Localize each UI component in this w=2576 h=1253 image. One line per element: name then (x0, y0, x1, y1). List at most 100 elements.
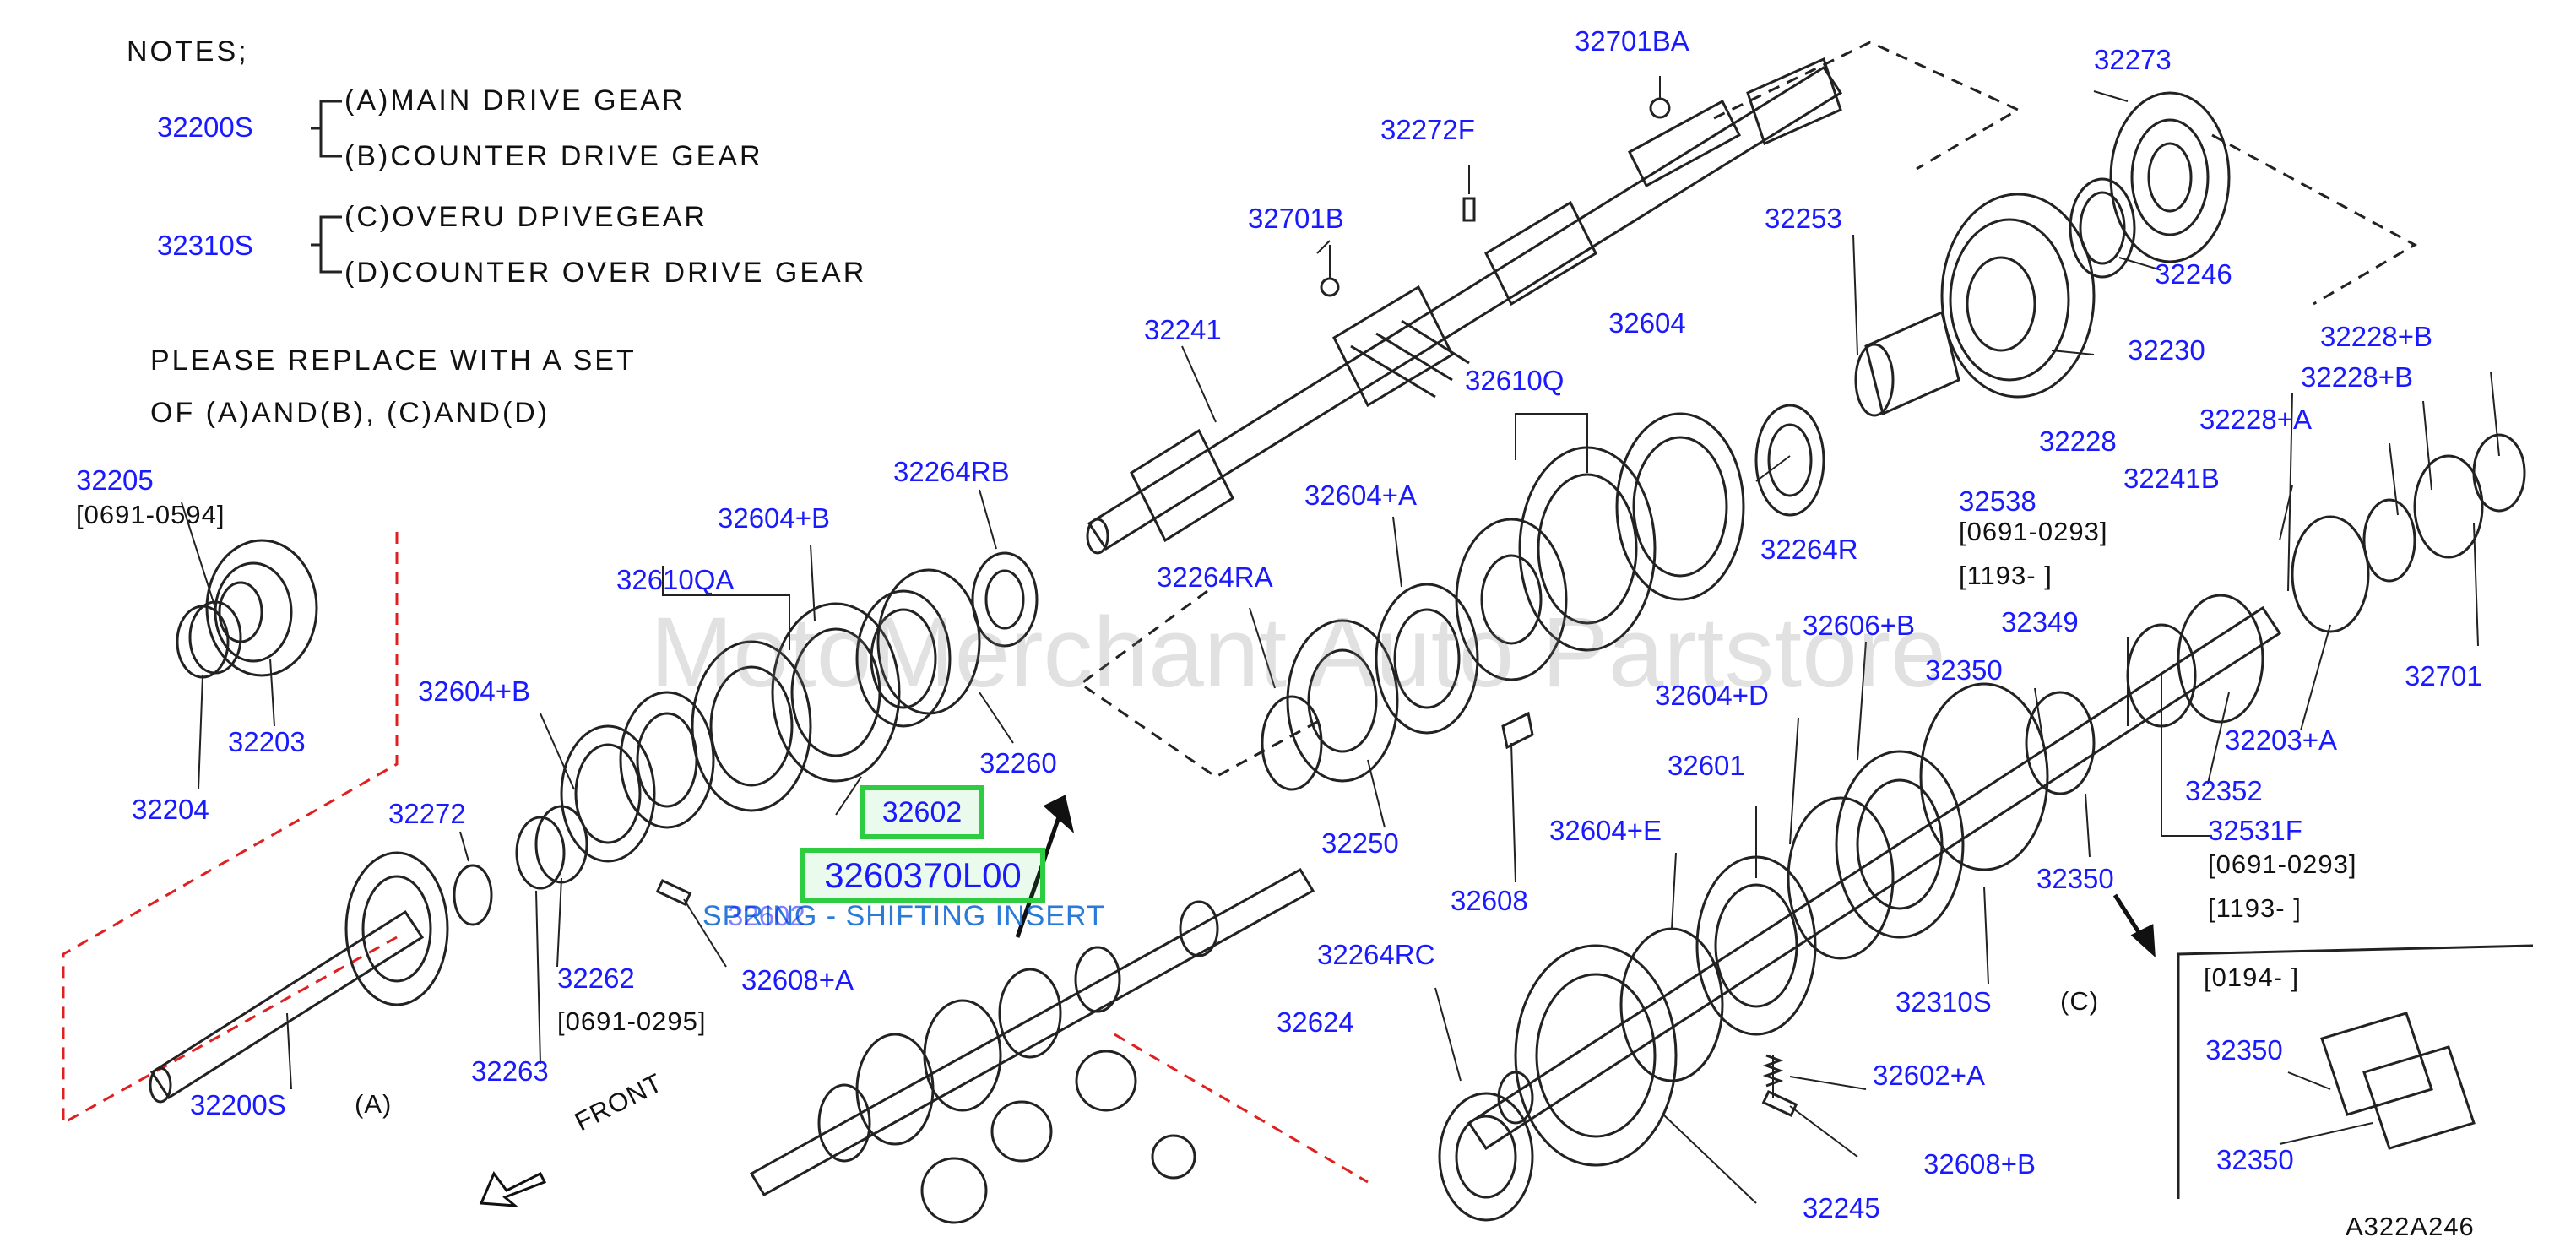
notes-group2-d: (D)COUNTER OVER DRIVE GEAR (344, 257, 867, 289)
part-label[interactable]: 32262 (557, 963, 635, 994)
notes-group1-b: (B)COUNTER DRIVE GEAR (344, 140, 763, 172)
part-label[interactable]: 32610QA (616, 564, 735, 595)
part-label[interactable]: 32349 (2001, 606, 2079, 637)
highlighted-part-label: 32602 (881, 795, 963, 828)
part-label[interactable]: 32531F (2208, 815, 2302, 846)
part-label[interactable]: 32200S (190, 1089, 286, 1120)
bracket-note: [0691-0295] (557, 1006, 707, 1036)
notes-group1-a: (A)MAIN DRIVE GEAR (344, 84, 686, 117)
watermark: MotoMerchant Auto Partstore (650, 597, 1946, 708)
bracket-note: [0691-0293] (2208, 849, 2357, 879)
part-label[interactable]: 32601 (1668, 750, 1745, 781)
diagram-id: A322A246 (2346, 1212, 2475, 1241)
part-label[interactable]: 32604+A (1304, 480, 1418, 511)
part-label[interactable]: 32241B (2123, 463, 2220, 494)
bracket-note: [0194- ] (2204, 963, 2300, 992)
part-label[interactable]: 32205 (76, 464, 154, 496)
part-label[interactable]: 32260 (979, 747, 1057, 778)
counter-shaft-assembly (1438, 433, 2526, 1222)
notes-group2-c: (C)OVERU DPIVEGEAR (344, 201, 708, 233)
part-label[interactable]: 32624 (1277, 1006, 1354, 1038)
part-label[interactable]: 32604+B (718, 502, 831, 534)
part-label[interactable]: 32604+D (1655, 680, 1769, 711)
part-label[interactable]: 32350 (1925, 654, 2003, 686)
part-label[interactable]: 32264RC (1317, 939, 1435, 970)
part-label[interactable]: 32604 (1608, 307, 1686, 339)
bearing-32205 (205, 539, 318, 677)
part-label[interactable]: 32241 (1144, 314, 1222, 345)
part-label[interactable]: 32272F (1380, 114, 1475, 145)
highlighted-part-number[interactable]: 32602 (860, 785, 984, 839)
part-label[interactable]: 32273 (2094, 44, 2172, 75)
dashed-outline-top (1713, 41, 2021, 171)
group-letter-c: (C) (2060, 986, 2100, 1016)
notes-replace-line2: OF (A)AND(B), (C)AND(D) (150, 397, 550, 429)
part-label[interactable]: 32245 (1803, 1192, 1880, 1223)
main-drive-shaft-32200S (149, 851, 493, 1104)
inset-box (2177, 944, 2534, 1199)
part-label[interactable]: 32228+B (2320, 321, 2433, 352)
part-label[interactable]: 32701B (1248, 203, 1344, 234)
part-description: SPRING - SHIFTING INSERT (702, 900, 1105, 932)
part-label[interactable]: 32608 (1451, 885, 1528, 916)
part-label[interactable]: 32310S (1895, 986, 1992, 1017)
notes-group2-code[interactable]: 32310S (157, 230, 253, 261)
key-32608B (1761, 1090, 1798, 1117)
shift-key-32608 (1501, 711, 1534, 750)
part-label[interactable]: 32203 (228, 726, 306, 757)
part-label[interactable]: 32228+B (2301, 361, 2414, 393)
gear-32230 (1940, 193, 2096, 399)
part-label[interactable]: 32263 (471, 1055, 549, 1087)
notes-group1-code[interactable]: 32200S (157, 111, 253, 143)
part-label[interactable]: 32350 (2205, 1034, 2283, 1066)
part-label[interactable]: 32701BA (1575, 25, 1689, 57)
part-label[interactable]: 32606+B (1803, 610, 1916, 641)
sync-group-left (560, 551, 1039, 863)
part-label[interactable]: 32204 (132, 794, 209, 825)
part-label[interactable]: 32538 (1959, 485, 2036, 517)
main-shaft-32241 (1086, 57, 1843, 555)
overlapped-part-label: 32602 (728, 900, 805, 931)
notes-replace-line1: PLEASE REPLACE WITH A SET (150, 344, 637, 377)
part-label[interactable]: 32608+B (1923, 1148, 2036, 1180)
bracket-note: [1193- ] (1959, 561, 2053, 590)
part-label[interactable]: 32253 (1765, 203, 1842, 234)
bracket-note: [0691-0594] (76, 500, 225, 529)
arrow-up (1015, 795, 1075, 938)
sleeve-32253 (1854, 310, 1960, 417)
bracket-note: [0691-0293] (1959, 517, 2108, 546)
part-label[interactable]: 32701 (2405, 660, 2482, 692)
part-label[interactable]: 32608+A (741, 964, 854, 995)
front-arrow (479, 1171, 547, 1207)
part-label[interactable]: 32264RA (1157, 561, 1273, 593)
part-label[interactable]: 32610Q (1465, 365, 1565, 396)
part-label[interactable]: 32350 (2216, 1144, 2294, 1175)
red-dashed-box-a (62, 532, 399, 1126)
part-label[interactable]: 32352 (2185, 775, 2263, 806)
red-dashed-lower (1114, 1033, 1369, 1184)
part-label[interactable]: 32203+A (2225, 724, 2338, 756)
part-label[interactable]: 32264RB (893, 456, 1010, 487)
part-label[interactable]: 32246 (2155, 258, 2232, 290)
notes-brackets (311, 100, 342, 274)
assembly-view (749, 867, 1315, 1224)
part-label[interactable]: 32604+B (418, 675, 531, 707)
rings-32262-32263 (515, 805, 588, 890)
part-label[interactable]: 32228+A (2199, 404, 2313, 435)
highlighted-oem-number[interactable]: 3260370L00 (800, 848, 1045, 903)
part-label[interactable]: 32230 (2128, 334, 2205, 366)
ball-32701BA (1649, 97, 1671, 119)
bracket-note: [1193- ] (2208, 893, 2302, 923)
part-label[interactable]: 32264R (1760, 534, 1858, 565)
part-label[interactable]: 32250 (1321, 827, 1399, 859)
bearing-32273 (2109, 91, 2231, 263)
part-label[interactable]: 32350 (2036, 863, 2114, 894)
spring-32602A (1762, 1054, 1784, 1098)
part-label[interactable]: 32604+E (1549, 815, 1662, 846)
part-label[interactable]: 32228 (2039, 426, 2117, 457)
part-label[interactable]: 32602+A (1873, 1060, 1986, 1091)
key-32608A (655, 879, 692, 906)
part-label[interactable]: 32272 (388, 798, 466, 829)
